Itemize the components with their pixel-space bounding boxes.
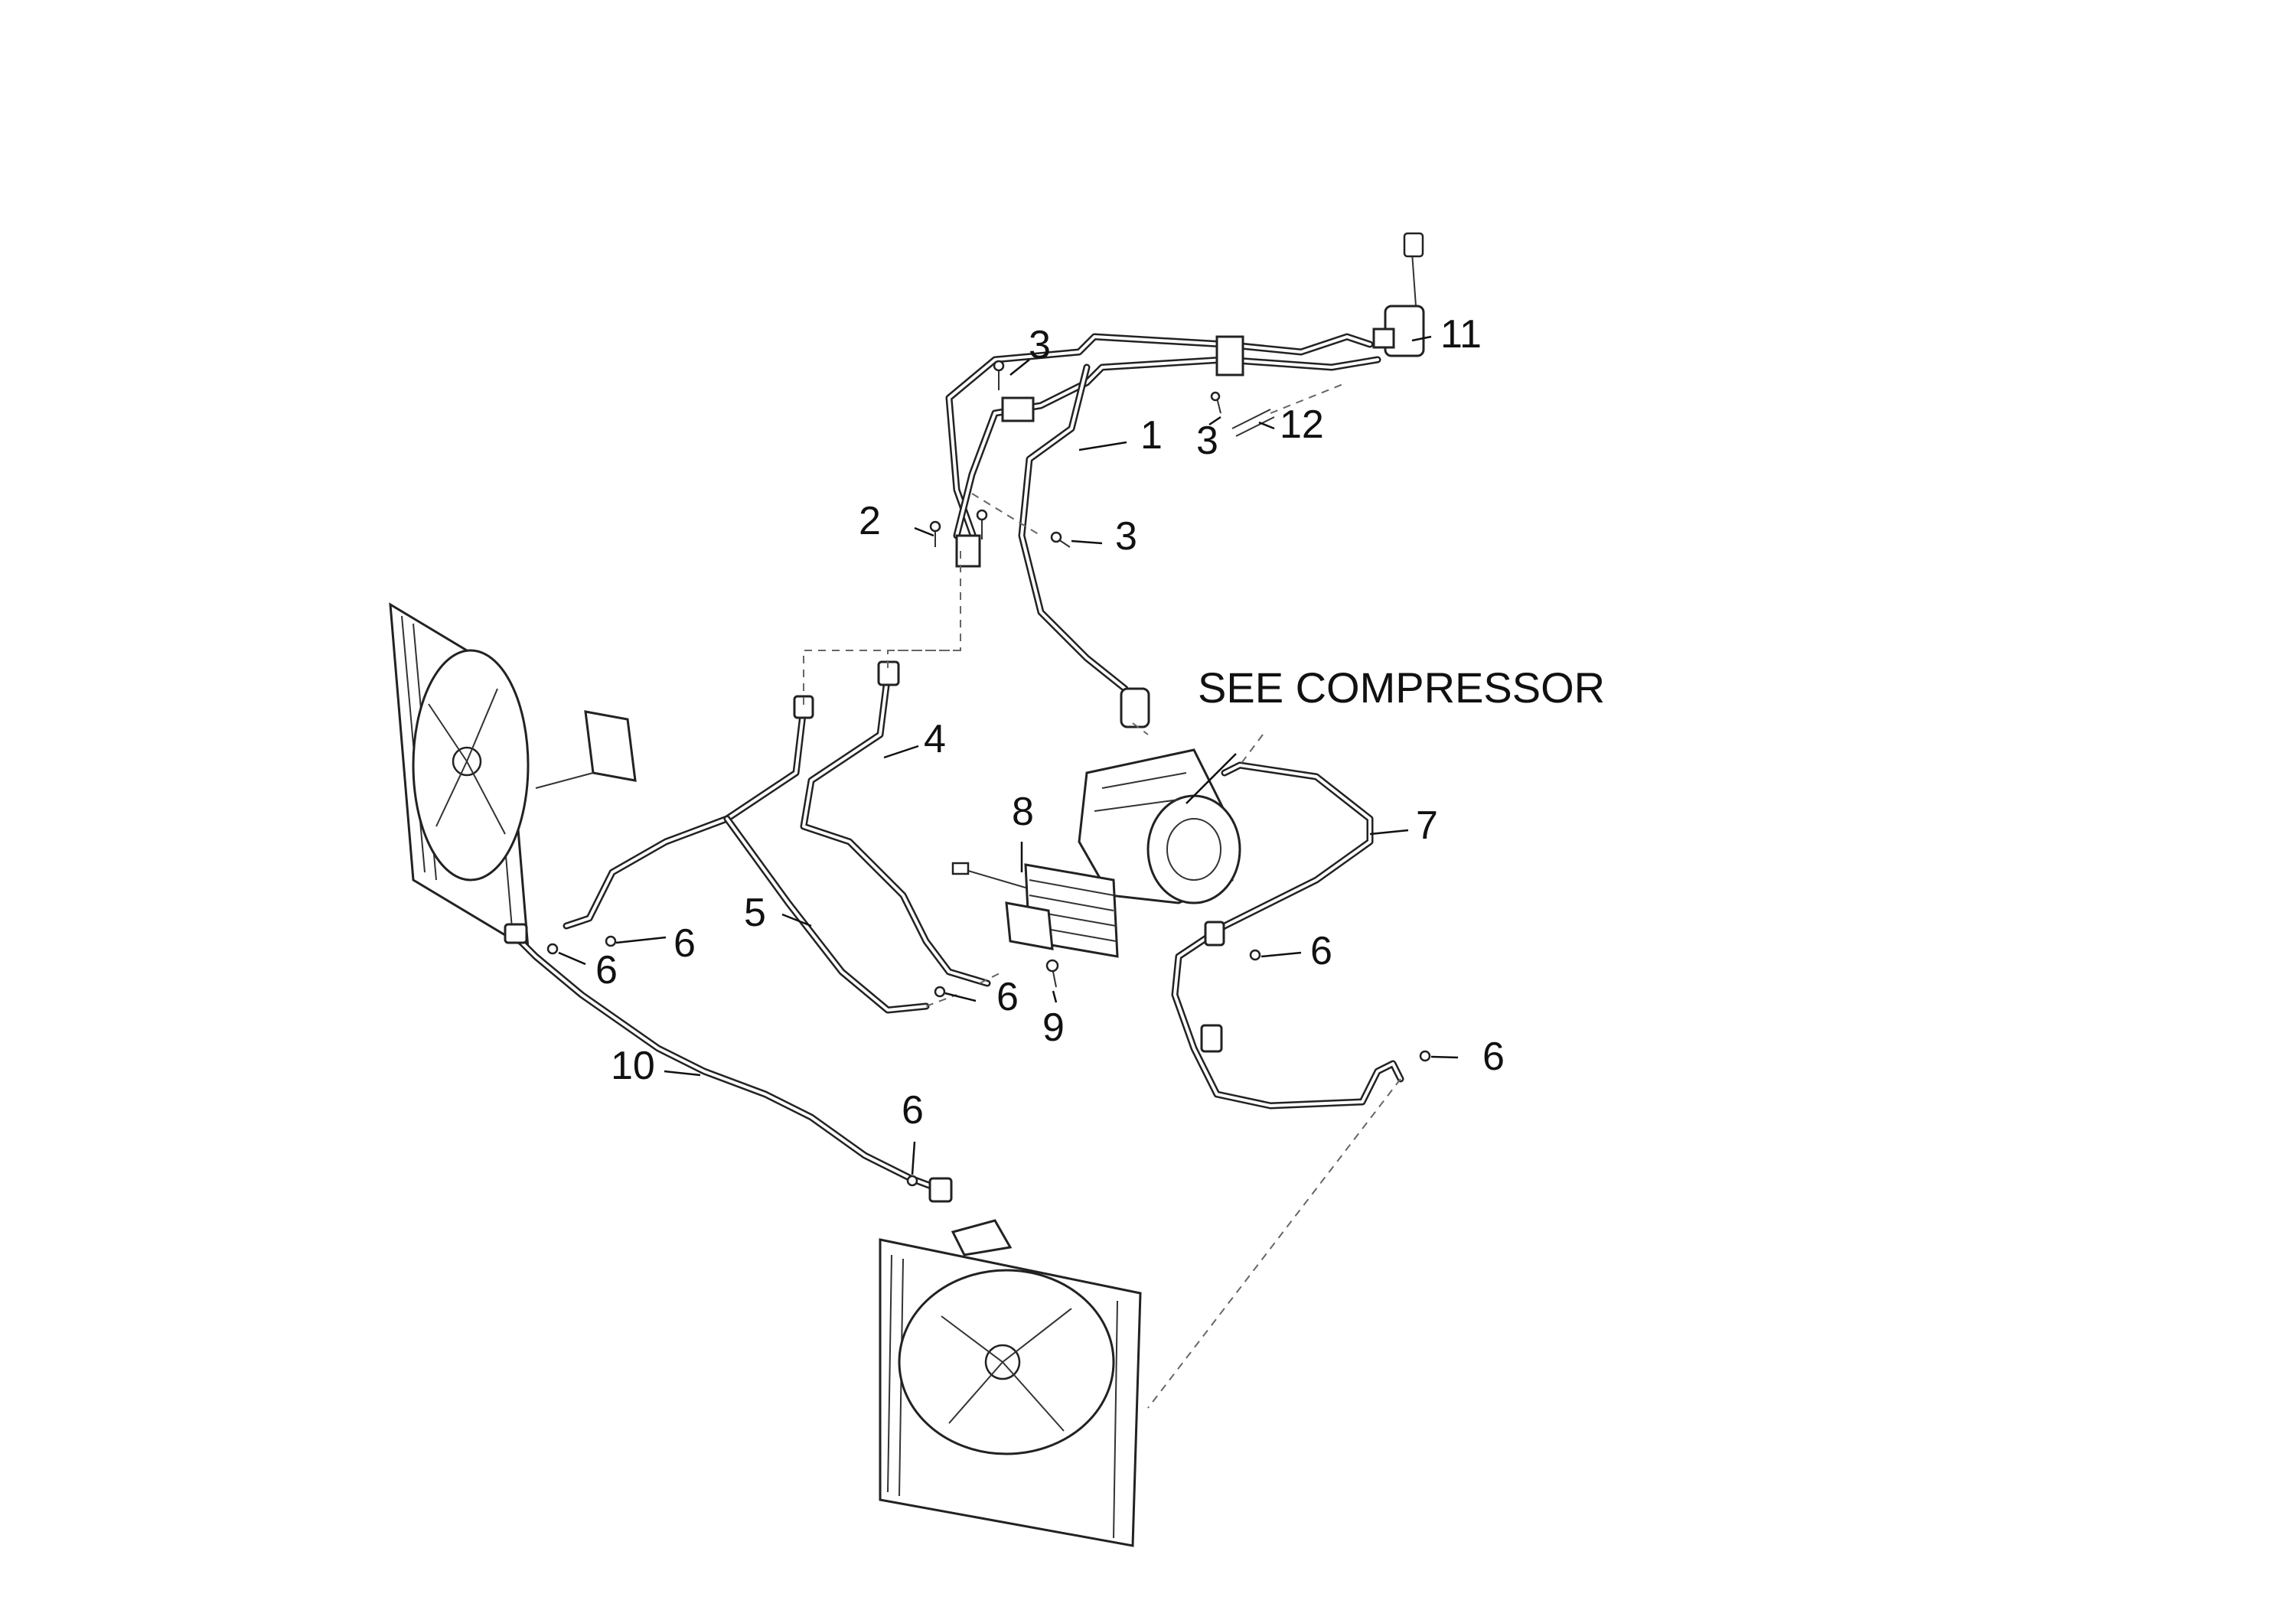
callout-1: 1 <box>1140 413 1163 458</box>
line-fitting <box>1120 687 1150 728</box>
line-bracket-clamp <box>1215 335 1244 376</box>
callout-6: 6 <box>996 975 1019 1019</box>
callout-6: 6 <box>1310 929 1332 973</box>
callout-6: 6 <box>595 948 618 992</box>
callout-3: 3 <box>1115 514 1137 559</box>
bolt-fasteners <box>929 360 1221 548</box>
callout-3: 3 <box>1029 323 1051 367</box>
callout-6: 6 <box>673 921 696 966</box>
o-rings <box>546 935 1431 1187</box>
compressor <box>1078 748 1241 904</box>
callout-7: 7 <box>1416 803 1438 848</box>
callout-11: 11 <box>1440 312 1482 357</box>
callout-2: 2 <box>859 499 881 543</box>
ac-line-assembly-upper <box>945 333 1381 728</box>
callout-10: 10 <box>611 1044 655 1088</box>
ac-line-part-10 <box>504 923 953 1203</box>
see-compressor-note: SEE COMPRESSOR <box>1198 663 1605 712</box>
callout-4: 4 <box>924 717 946 761</box>
chiller <box>951 862 1119 988</box>
callout-5: 5 <box>744 891 766 935</box>
pin-part-12 <box>1231 409 1275 437</box>
line-bracket-clamp <box>1001 396 1035 422</box>
expansion-valve <box>1372 232 1425 357</box>
condenser-fan-assembly-lower <box>879 1219 1142 1547</box>
ac-line-part-7 <box>1171 761 1404 1110</box>
ac-line-part-4 <box>800 660 991 987</box>
assembly-reference-lines <box>803 382 1401 1409</box>
callout-3: 3 <box>1196 419 1218 463</box>
callout-leader-lines <box>558 335 1459 1175</box>
callout-8: 8 <box>1012 790 1034 834</box>
ac-line-part-5 <box>563 695 930 1014</box>
condenser-fan-assembly-upper <box>389 602 637 951</box>
callout-6: 6 <box>902 1088 924 1133</box>
callout-6: 6 <box>1482 1035 1505 1079</box>
callout-9: 9 <box>1042 1005 1065 1050</box>
callout-12: 12 <box>1280 402 1324 447</box>
